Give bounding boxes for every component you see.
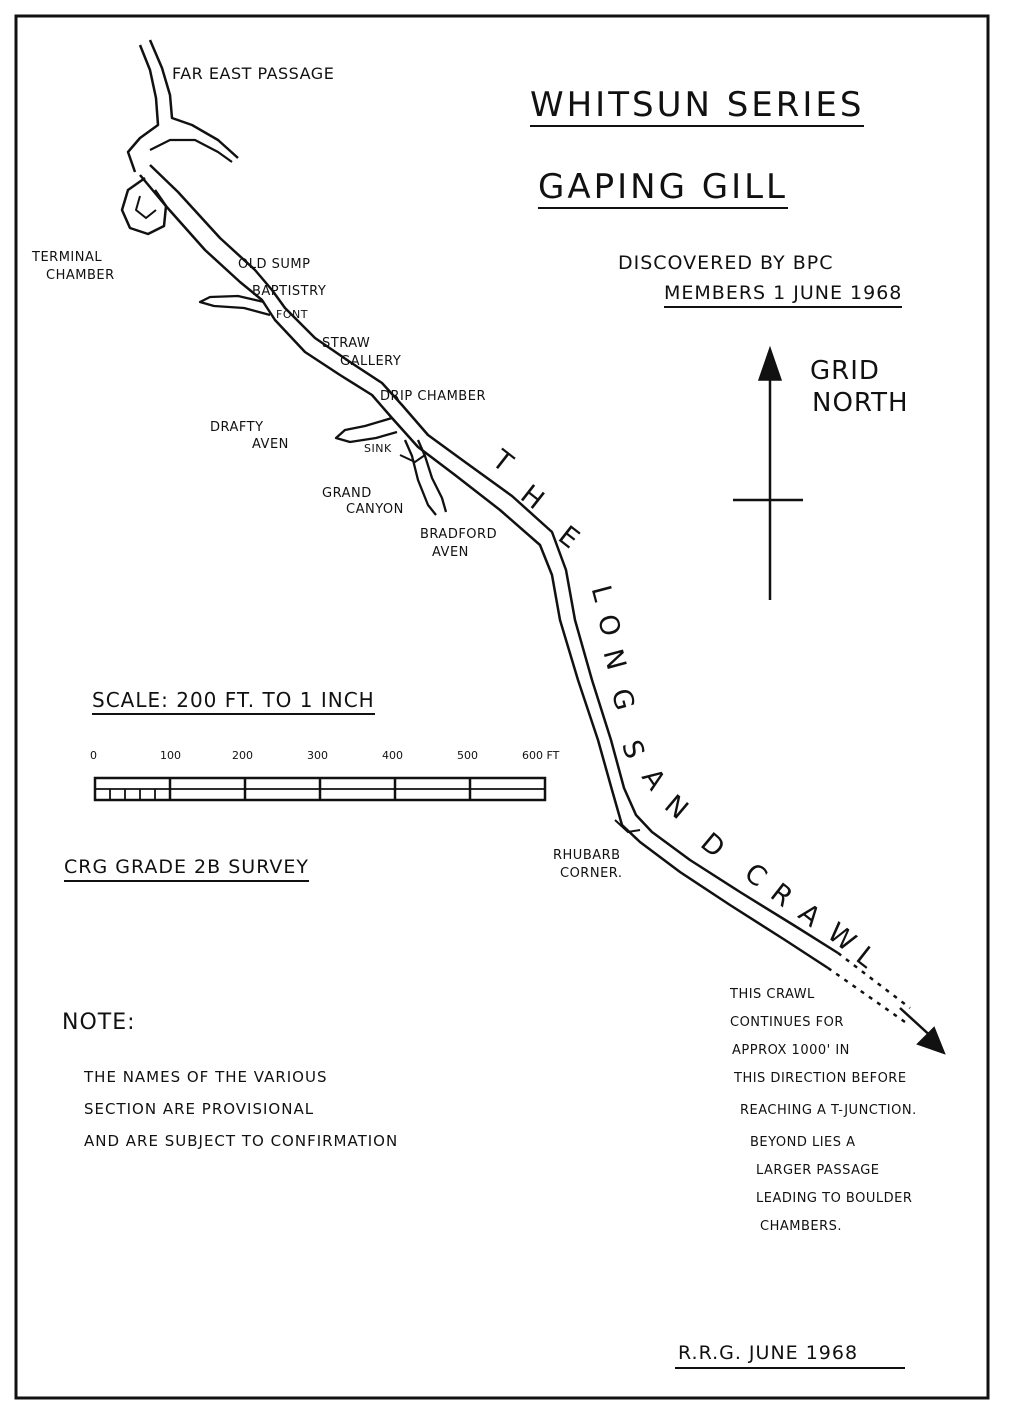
signature: R.R.G. June 1968 <box>678 1342 859 1364</box>
label-drafty-aven-1: Drafty <box>210 420 264 435</box>
note-line: and are subject to confirmation <box>84 1132 399 1150</box>
far-east-passage-left <box>126 44 160 173</box>
scale-tick-label: 300 <box>307 749 328 762</box>
terminal-chamber-loop <box>120 176 168 236</box>
terminal-chamber-inner <box>135 195 157 219</box>
scale-tick-label: 500 <box>457 749 478 762</box>
direction-note-line: this direction before <box>734 1071 907 1086</box>
label-terminal-chamber-2: Chamber <box>46 268 115 283</box>
scale-title: Scale: 200 ft. to 1 inch <box>92 690 375 715</box>
label-grand-canyon-1: Grand <box>322 486 372 501</box>
note-line: The names of the various <box>84 1068 328 1086</box>
note-heading: Note: <box>62 1010 136 1035</box>
scale-tick-label: 100 <box>160 749 181 762</box>
drafty-aven-passage <box>334 416 398 444</box>
sheet-border <box>14 14 990 1400</box>
label-baptistry: Baptistry <box>252 284 327 299</box>
direction-note-line: reaching a T-junction. <box>740 1103 917 1118</box>
grand-canyon-passage <box>403 439 437 516</box>
label-font: Font <box>276 308 308 321</box>
label-drafty-aven-2: Aven <box>252 437 289 452</box>
sink-junction <box>399 454 426 464</box>
map-subtitle: Gaping Gill <box>538 167 788 209</box>
rhubarb-corner-kink <box>614 819 641 834</box>
discovery-line-2: Members 1 June 1968 <box>664 284 903 308</box>
map-title: Whitsun Series <box>530 85 865 127</box>
survey-grade: CRG Grade 2B Survey <box>64 858 309 882</box>
label-sink: Sink <box>364 442 392 455</box>
label-old-sump: Old Sump <box>238 257 311 272</box>
label-straw-gallery-2: Gallery <box>340 354 402 369</box>
scale-tick-label: 0 <box>90 749 97 762</box>
north-label-grid: Grid <box>810 356 880 386</box>
passage-right-wall <box>149 164 839 955</box>
scale-tick-label: 200 <box>232 749 253 762</box>
direction-note-line: Beyond lies a <box>750 1135 856 1150</box>
north-arrow-head <box>757 345 783 381</box>
note-line: section are provisional <box>84 1100 315 1118</box>
passage-continuation <box>837 952 911 1009</box>
label-rhubarb-corner-1: Rhubarb <box>553 848 621 863</box>
label-grand-canyon-2: Canyon <box>346 502 404 517</box>
scale-tick-label: 400 <box>382 749 403 762</box>
label-terminal-chamber-1: Terminal <box>32 250 103 265</box>
label-far-east-passage: Far East Passage <box>172 64 335 83</box>
label-drip-chamber: Drip Chamber <box>380 389 486 404</box>
passage-left-wall <box>139 174 829 970</box>
direction-note-line: continues for <box>730 1015 844 1030</box>
label-straw-gallery-1: Straw <box>322 336 371 351</box>
direction-note-line: This crawl <box>730 987 815 1002</box>
direction-note-line: approx 1000' in <box>732 1043 850 1058</box>
direction-arrow-head <box>916 1026 946 1055</box>
grand-canyon-passage <box>416 439 448 513</box>
scale-tick-label: 600 FT <box>522 749 560 762</box>
direction-note-line: chambers. <box>760 1219 843 1234</box>
direction-note-line: leading to boulder <box>756 1191 913 1206</box>
discovery-line-1: Discovered by BPC <box>618 252 834 274</box>
label-bradford-aven-1: Bradford <box>420 527 498 542</box>
far-east-passage-inner <box>149 138 233 163</box>
direction-note-line: larger passage <box>756 1163 880 1178</box>
label-bradford-aven-2: Aven <box>432 545 469 560</box>
north-label-north: North <box>812 388 909 418</box>
label-rhubarb-corner-2: Corner. <box>560 866 623 881</box>
font-side-passage <box>198 294 271 317</box>
far-east-passage-right <box>148 39 239 159</box>
